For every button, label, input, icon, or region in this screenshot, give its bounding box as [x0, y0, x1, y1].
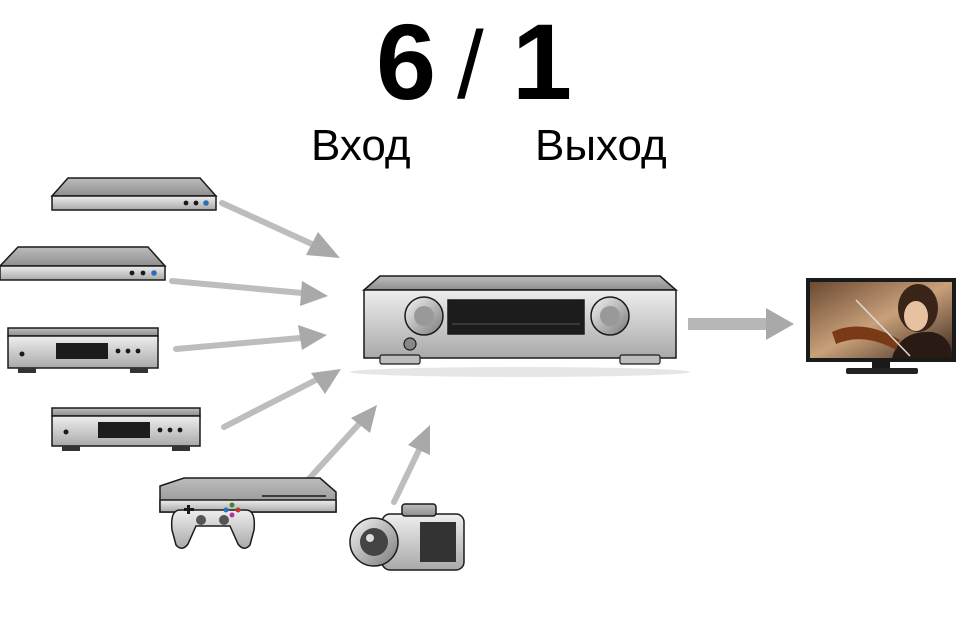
arrow-1	[219, 200, 340, 258]
av-receiver	[350, 275, 690, 377]
output-arrow	[688, 308, 794, 340]
input-label: Вход	[311, 121, 411, 170]
bluray-player-1	[50, 177, 218, 211]
arrow-4	[221, 369, 341, 430]
video-camera	[349, 503, 465, 571]
receiver-display	[447, 299, 585, 335]
gamepad-icon	[170, 502, 256, 549]
output-label: Выход	[535, 121, 667, 170]
television	[806, 278, 956, 374]
separator-slash: /	[457, 12, 484, 119]
bluray-player-2	[0, 246, 167, 281]
arrow-6	[391, 425, 430, 505]
game-console	[159, 477, 337, 549]
input-count: 6	[376, 1, 437, 122]
arrow-2	[169, 278, 328, 306]
input-arrows	[169, 200, 430, 505]
cd-player-1	[7, 327, 159, 373]
cd-player-2	[51, 407, 201, 451]
arrow-3	[173, 325, 327, 352]
output-count: 1	[512, 1, 573, 122]
arrow-5	[303, 405, 377, 485]
